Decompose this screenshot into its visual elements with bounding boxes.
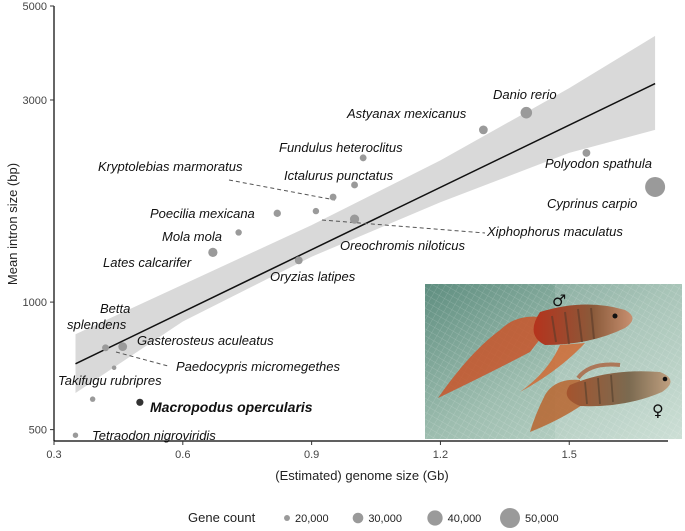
label-cyprinus-carpio: Cyprinus carpio bbox=[547, 196, 637, 211]
y-tick-label: 500 bbox=[29, 425, 47, 437]
x-tick-label: 0.9 bbox=[304, 449, 319, 461]
label-takifugu-rubripres: Takifugu rubripres bbox=[58, 373, 162, 388]
point-takifugu-rubripres bbox=[89, 396, 96, 402]
female-symbol: ♀ bbox=[652, 401, 664, 420]
point-oryzias-latipes bbox=[294, 256, 303, 265]
x-axis-title: (Estimated) genome size (Gb) bbox=[275, 468, 448, 483]
legend: Gene count 20,000 30,000 40,000 50,000 bbox=[188, 508, 559, 528]
legend-label: 50,000 bbox=[525, 513, 559, 525]
point-danio-rerio bbox=[520, 106, 533, 119]
point-lates-calcarifer bbox=[208, 247, 218, 258]
label-xiphophorus-maculatus: Xiphophorus maculatus bbox=[486, 224, 623, 239]
point-ictalurus-punctatus bbox=[351, 181, 358, 189]
x-tick-label: 1.2 bbox=[433, 449, 448, 461]
female-fish bbox=[530, 362, 671, 432]
point-cyprinus-carpio bbox=[645, 176, 666, 197]
label-betta-line-1: Betta bbox=[100, 301, 130, 316]
leader-line-paedocypris bbox=[115, 351, 169, 367]
point-mola-mola bbox=[235, 229, 242, 236]
x-tick-label: 0.3 bbox=[46, 449, 61, 461]
x-tick-label: 0.6 bbox=[175, 449, 190, 461]
label-oreochromis-niloticus: Oreochromis niloticus bbox=[340, 238, 465, 253]
y-ticks: 500 1000 3000 5000 bbox=[23, 1, 54, 437]
legend-swatch bbox=[284, 515, 290, 521]
legend-label: 40,000 bbox=[448, 513, 482, 525]
leader-line-xiphophorus bbox=[321, 219, 486, 234]
legend-title: Gene count bbox=[188, 510, 256, 525]
label-mola-mola: Mola mola bbox=[162, 229, 222, 244]
x-tick-label: 1.5 bbox=[562, 449, 577, 461]
label-lates-calcarifer: Lates calcarifer bbox=[103, 255, 192, 270]
male-fish bbox=[438, 304, 633, 398]
legend-swatch bbox=[427, 510, 443, 526]
label-fundulus-heteroclitus: Fundulus heteroclitus bbox=[279, 140, 403, 155]
legend-label: 30,000 bbox=[368, 513, 402, 525]
y-tick-label: 5000 bbox=[23, 1, 47, 13]
label-poecilia-mexicana: Poecilia mexicana bbox=[150, 206, 255, 221]
label-oryzias-latipes: Oryzias latipes bbox=[270, 269, 356, 284]
point-macropodus-opercularis bbox=[136, 398, 144, 406]
point-paedocypris-micromegethes bbox=[111, 365, 117, 370]
confidence-band bbox=[75, 35, 656, 394]
point-astyanax-mexicanus bbox=[478, 125, 488, 135]
point-gasterosteus-aculeatus bbox=[118, 342, 128, 352]
point-betta-splendens bbox=[102, 344, 109, 352]
point-xiphophorus-maculatus bbox=[312, 207, 320, 215]
legend-label: 20,000 bbox=[295, 513, 329, 525]
label-betta-line-2: splendens bbox=[67, 317, 127, 332]
x-ticks: 0.3 0.6 0.9 1.2 1.5 bbox=[46, 441, 577, 461]
point-kryptolebias-marmoratus bbox=[329, 193, 337, 201]
label-ictalurus-punctatus: Ictalurus punctatus bbox=[284, 168, 394, 183]
point-polyodon-spathula bbox=[582, 148, 591, 157]
point-fundulus-heteroclitus bbox=[359, 154, 367, 162]
point-oreochromis-niloticus bbox=[349, 214, 360, 224]
y-tick-label: 3000 bbox=[23, 95, 47, 107]
fish-photo: ♂ ♀ bbox=[425, 284, 682, 439]
label-macropodus-opercularis: Macropodus opercularis bbox=[150, 399, 313, 415]
y-tick-label: 1000 bbox=[23, 297, 47, 309]
data-points bbox=[72, 106, 666, 438]
leader-line-kryptolebias bbox=[228, 179, 336, 201]
legend-swatch bbox=[352, 512, 364, 524]
label-gasterosteus-aculeatus: Gasterosteus aculeatus bbox=[137, 333, 274, 348]
point-tetraodon-nigroviridis bbox=[72, 432, 79, 438]
label-kryptolebias-marmoratus: Kryptolebias marmoratus bbox=[98, 159, 243, 174]
male-symbol: ♂ bbox=[552, 291, 566, 310]
legend-swatch bbox=[500, 508, 520, 528]
label-tetraodon-nigroviridis: Tetraodon nigroviridis bbox=[92, 428, 216, 443]
label-paedocypris-micromegethes: Paedocypris micromegethes bbox=[176, 359, 341, 374]
label-danio-rerio: Danio rerio bbox=[493, 87, 557, 102]
y-axis-title: Mean intron size (bp) bbox=[5, 163, 20, 285]
label-astyanax-mexicanus: Astyanax mexicanus bbox=[346, 106, 467, 121]
label-betta-splendens: Betta splendens bbox=[67, 301, 134, 332]
label-polyodon-spathula: Polyodon spathula bbox=[545, 156, 652, 171]
point-poecilia-mexicana bbox=[273, 209, 281, 218]
